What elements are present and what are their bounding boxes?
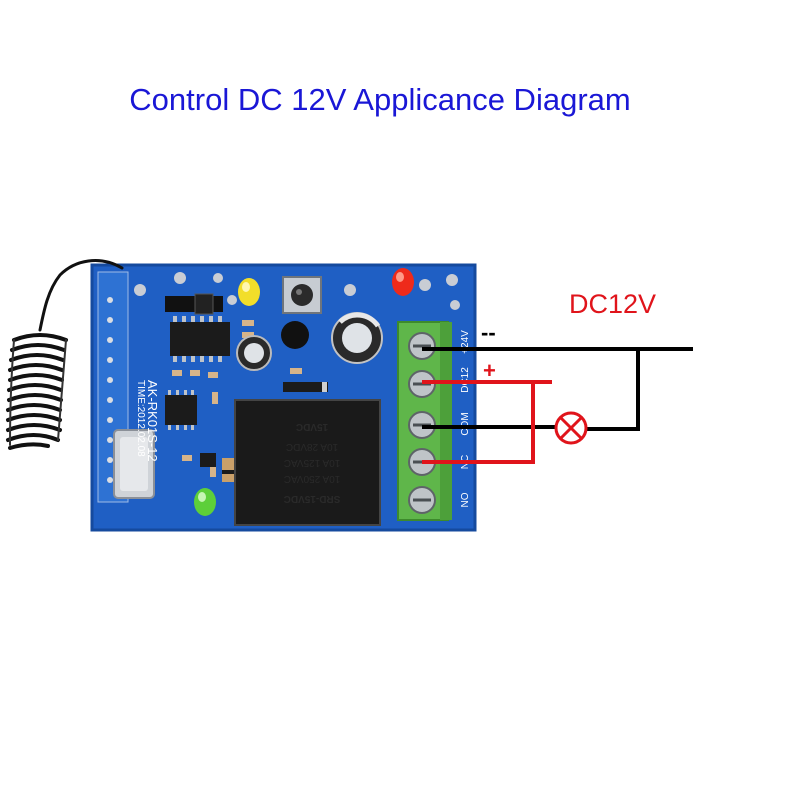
- small-ic: [165, 395, 197, 425]
- dc12v-label: DC12V: [569, 289, 656, 319]
- positive-wiring: [422, 380, 552, 464]
- relay-spec-2: 10A 125VAC: [284, 457, 341, 468]
- terminal-label-dc12: DC12: [460, 367, 471, 393]
- relay-spec-0: 15VDC: [296, 421, 328, 432]
- transistor: [200, 453, 216, 467]
- relay: SRD-15VDC 10A 250VAC 10A 125VAC 10A 28VD…: [234, 399, 381, 526]
- diode: [283, 382, 328, 392]
- mounting-hole: [213, 273, 223, 283]
- mounting-hole: [450, 300, 460, 310]
- terminal-block: [397, 321, 452, 521]
- terminal-screw[interactable]: [408, 486, 436, 514]
- mounting-hole: [134, 284, 146, 296]
- mounting-hole: [227, 295, 237, 305]
- terminal-label-24v: +24V: [460, 330, 471, 354]
- mounting-hole: [419, 279, 431, 291]
- svg-text:SRD-15VDC: SRD-15VDC: [284, 493, 341, 504]
- mounting-hole: [344, 284, 356, 296]
- green-led: [194, 488, 216, 516]
- spring-antenna: [6, 259, 124, 450]
- jumper-header: [165, 296, 223, 312]
- learn-push-button[interactable]: [282, 276, 322, 314]
- yellow-led: [238, 278, 260, 306]
- capacitor-large: [331, 312, 383, 364]
- diagram-title: Control DC 12V Applicance Diagram: [129, 82, 630, 117]
- relay-spec-1: 10A 250VAC: [284, 473, 341, 484]
- capacitor-small: [236, 335, 272, 371]
- decoder-ic: [170, 322, 230, 356]
- negative-label: --: [481, 320, 496, 345]
- relay-spec-3: 10A 28VDC: [286, 441, 338, 452]
- board-model: AK-RK01S-12: [145, 380, 160, 462]
- negative-wiring: [422, 347, 693, 431]
- lamp-icon: [554, 411, 588, 445]
- mounting-hole: [446, 274, 458, 286]
- positive-label: +: [483, 358, 496, 383]
- relay-receiver-board: SRD-15VDC 10A 250VAC 10A 125VAC 10A 28VD…: [90, 263, 477, 532]
- buzzer: [281, 321, 309, 349]
- terminal-label-no: NO: [460, 492, 471, 507]
- mounting-hole: [174, 272, 186, 284]
- terminal-label-com: COM: [460, 412, 471, 435]
- board-date: TIME:2012.02.08: [135, 380, 146, 457]
- terminal-screw[interactable]: [408, 332, 436, 360]
- red-led: [392, 268, 414, 296]
